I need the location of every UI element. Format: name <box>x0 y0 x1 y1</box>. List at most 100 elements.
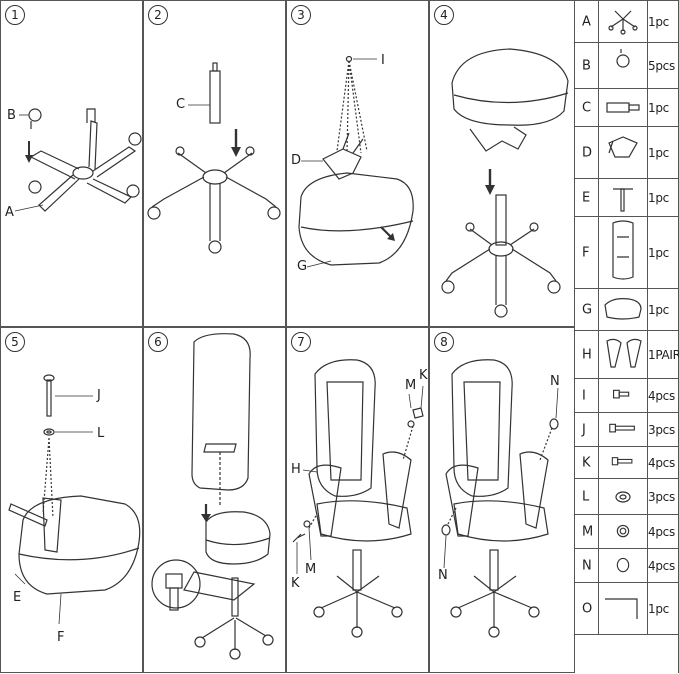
column-divider <box>647 447 648 478</box>
part-quantity: 1pc <box>648 245 669 260</box>
long-bolt-icon <box>609 423 635 433</box>
column-divider <box>598 413 599 446</box>
part-row-m: M 4pcs <box>574 515 679 549</box>
part-row-c: C 1pc <box>574 89 679 127</box>
part-quantity: 3pcs <box>648 489 675 504</box>
part-letter: G <box>582 302 593 317</box>
column-divider <box>598 447 599 478</box>
column-divider <box>598 1 599 42</box>
part-letter: C <box>582 100 592 115</box>
column-divider <box>598 479 599 514</box>
part-quantity: 4pcs <box>648 558 675 573</box>
callout-f: F <box>57 630 65 645</box>
callout-g: G <box>297 259 308 274</box>
column-divider <box>598 379 599 412</box>
column-divider <box>598 331 599 378</box>
callout-k-lower: K <box>291 576 300 591</box>
column-divider <box>647 289 648 330</box>
step-5-panel: 5 J L E F <box>0 327 143 673</box>
part-quantity: 1pc <box>648 601 669 616</box>
column-divider <box>598 127 599 178</box>
part-row-b: B 5pcs <box>574 43 679 89</box>
armrest-attach-illustration <box>292 359 424 638</box>
part-row-f: F 1pc <box>574 217 679 289</box>
part-letter: B <box>582 58 591 73</box>
mechanism-attach-illustration <box>298 55 414 268</box>
part-row-n: N 4pcs <box>574 549 679 583</box>
part-quantity: 1pc <box>648 302 669 317</box>
step-6-panel: 6 <box>143 327 286 673</box>
column-divider <box>647 1 648 42</box>
step-4-panel: 4 <box>429 0 575 327</box>
caster-icon <box>616 49 630 68</box>
column-divider <box>647 179 648 216</box>
step-number: 8 <box>434 332 454 352</box>
seat-icon <box>604 298 642 320</box>
part-letter: K <box>582 455 591 470</box>
part-letter: N <box>582 558 592 573</box>
handle-icon <box>613 188 633 212</box>
column-divider <box>647 479 648 514</box>
callout-c: C <box>176 97 186 112</box>
backrest-icon <box>612 220 634 280</box>
callout-i: I <box>381 53 385 68</box>
part-row-l: L 3pcs <box>574 479 679 515</box>
callout-m-lower: M <box>305 562 317 577</box>
mechanism-icon <box>608 136 638 158</box>
part-letter: O <box>582 601 593 616</box>
callout-e: E <box>13 590 22 605</box>
part-letter: H <box>582 347 592 362</box>
column-divider <box>598 43 599 88</box>
backrest-attach-illustration <box>151 333 274 660</box>
part-quantity: 1pc <box>648 190 669 205</box>
callout-d: D <box>291 153 302 168</box>
part-quantity: 1pc <box>648 100 669 115</box>
column-divider <box>598 217 599 288</box>
part-row-o: O 1pc <box>574 583 679 635</box>
part-quantity: 4pcs <box>648 524 675 539</box>
seat-onto-base-illustration <box>441 48 569 318</box>
step-number: 4 <box>434 5 454 25</box>
washer-icon <box>615 491 631 503</box>
part-letter: A <box>582 14 591 29</box>
column-divider <box>598 289 599 330</box>
step-number: 2 <box>148 5 168 25</box>
column-divider <box>647 583 648 634</box>
column-divider <box>647 379 648 412</box>
callout-l: L <box>97 426 105 441</box>
part-row-g: G 1pc <box>574 289 679 331</box>
step-2-panel: 2 C <box>143 0 286 327</box>
part-quantity: 1PAIR <box>648 347 679 362</box>
callout-k: K <box>419 368 428 383</box>
column-divider <box>647 217 648 288</box>
callout-n-lower: N <box>438 568 448 583</box>
step-7-panel: 7 M K <box>286 327 429 673</box>
gas-lift-insert-illustration <box>147 62 281 254</box>
spring-washer-icon <box>616 524 630 538</box>
part-quantity: 4pcs <box>648 388 675 403</box>
part-letter: F <box>582 245 590 260</box>
part-letter: D <box>582 145 593 160</box>
part-letter: L <box>582 489 590 504</box>
part-letter: M <box>582 524 594 539</box>
column-divider <box>647 549 648 582</box>
callout-n: N <box>550 374 560 389</box>
column-divider <box>598 515 599 548</box>
column-divider <box>598 583 599 634</box>
part-quantity: 5pcs <box>648 58 675 73</box>
base-assembly-illustration <box>14 108 142 212</box>
part-letter: J <box>582 422 586 437</box>
callout-m: M <box>405 378 417 393</box>
part-row-a: A 1pc <box>574 1 679 43</box>
part-quantity: 1pc <box>648 14 669 29</box>
callout-h: H <box>291 462 301 477</box>
column-divider <box>647 43 648 88</box>
step-number: 5 <box>5 332 25 352</box>
step-8-panel: 8 N N <box>429 327 575 673</box>
